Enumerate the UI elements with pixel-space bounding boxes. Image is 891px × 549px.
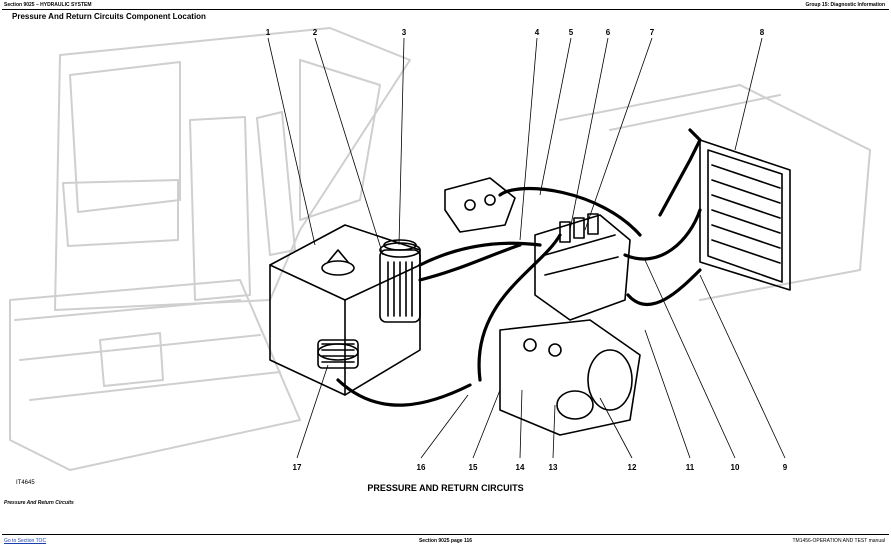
figure-caption: PRESSURE AND RETURN CIRCUITS [367, 483, 524, 493]
header-divider [2, 9, 889, 10]
callout-13: 13 [549, 463, 558, 472]
hydraulic-lines [336, 128, 702, 407]
callout-6: 6 [606, 28, 611, 37]
group-header: Group 15: Diagnostic Information [805, 2, 885, 8]
callout-9: 9 [783, 463, 788, 472]
suction-strainer [317, 339, 359, 369]
control-valve [534, 213, 631, 321]
pilot-manifold [444, 177, 516, 233]
leader-lines [267, 37, 786, 459]
callout-14: 14 [516, 463, 525, 472]
page-number: Section 9025 page 116 [418, 538, 473, 544]
callout-16: 16 [417, 463, 426, 472]
hydraulic-tank [269, 224, 421, 396]
manual-id: TM1456-OPERATION AND TEST manual [792, 538, 885, 544]
callout-3: 3 [402, 28, 407, 37]
callout-5: 5 [569, 28, 574, 37]
component-illustration: 1 2 3 4 5 6 7 8 17 16 15 14 13 12 11 10 … [9, 27, 871, 472]
callout-8: 8 [760, 28, 765, 37]
footer-divider [2, 534, 889, 535]
callout-15: 15 [469, 463, 478, 472]
callout-1: 1 [266, 28, 271, 37]
callout-numbers: 1 2 3 4 5 6 7 8 17 16 15 14 13 12 11 10 … [266, 28, 788, 472]
callout-4: 4 [535, 28, 540, 37]
hydraulic-pump [499, 319, 641, 436]
page-header: Section 9025 – HYDRAULIC SYSTEM Group 15… [0, 0, 891, 14]
callout-17: 17 [293, 463, 302, 472]
callout-10: 10 [731, 463, 740, 472]
section-toc-link[interactable]: Go to Section TOC [4, 538, 47, 544]
machine-outline [9, 27, 871, 471]
figure-id: IT4645 [16, 480, 35, 486]
section-header: Section 9025 – HYDRAULIC SYSTEM [4, 2, 92, 8]
callout-12: 12 [628, 463, 637, 472]
page-footer: Go to Section TOC Section 9025 page 116 … [0, 534, 891, 549]
return-filter [379, 239, 421, 323]
figure-subcaption: Pressure And Return Circuits [4, 500, 74, 506]
oil-cooler [699, 139, 791, 291]
page-title: Pressure And Return Circuits Component L… [12, 12, 206, 21]
callout-2: 2 [313, 28, 318, 37]
callout-11: 11 [686, 463, 695, 472]
callout-7: 7 [650, 28, 655, 37]
